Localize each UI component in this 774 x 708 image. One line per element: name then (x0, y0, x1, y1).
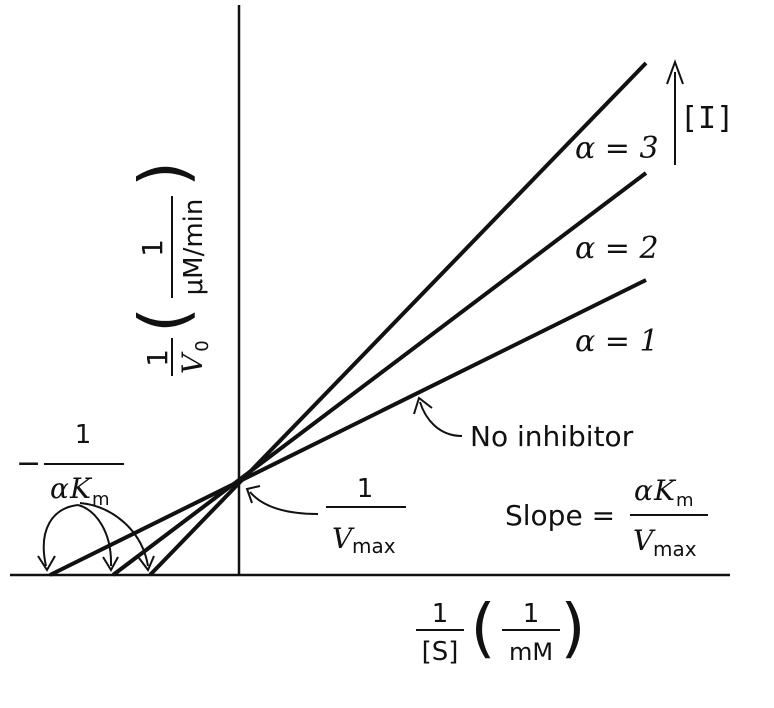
y-intercept-label: 1 V max (326, 474, 406, 558)
alpha-3-label: α = 3 (575, 131, 659, 166)
inhibitor-arrow-head (666, 59, 684, 85)
inhibitor-label: [I] (680, 101, 734, 136)
y-intercept-v-subscript: max (352, 534, 396, 558)
x-intercept-pointer-3 (79, 502, 149, 567)
x-axis-left-paren: ( (471, 592, 496, 666)
x-intercept-one: 1 (75, 420, 92, 450)
x-axis-unit-den: mM (509, 638, 553, 666)
slope-label: Slope = α K m V max (505, 474, 708, 561)
x-intercept-k: K (69, 472, 93, 505)
y-intercept-one: 1 (357, 474, 374, 504)
slope-k: K (653, 474, 677, 507)
slope-v: V (633, 524, 656, 557)
slope-v-subscript: max (653, 537, 697, 561)
y-intercept-pointer-head (245, 485, 261, 504)
y-intercept-pointer (249, 491, 319, 515)
x-axis-unit-one: 1 (523, 599, 540, 629)
x-intercept-pointer-2-head (102, 556, 119, 573)
alpha-2-label: α = 2 (575, 231, 659, 266)
x-intercept-label: − 1 α K m (16, 420, 124, 510)
x-intercept-pointer-3-head (138, 555, 155, 572)
slope-alpha: α (634, 474, 653, 507)
x-intercept-k-subscript: m (92, 489, 110, 510)
x-intercept-minus: − (16, 446, 41, 481)
slope-k-subscript: m (676, 490, 694, 511)
y-axis-one: 1 (141, 349, 174, 367)
alpha-1-label: α = 1 (575, 324, 659, 359)
x-intercept-pointer-2 (77, 504, 113, 567)
x-axis-right-paren: ) (561, 592, 586, 666)
y-intercept-v: V (332, 522, 355, 555)
no-inhibitor-label: No inhibitor (470, 420, 634, 453)
y-axis-unit-den: μM/min (179, 199, 209, 296)
x-axis-one: 1 (432, 599, 449, 629)
line-alpha-2 (111, 171, 648, 577)
y-axis-v0-subscript: 0 (192, 340, 213, 351)
x-axis-s: [S] (422, 637, 459, 667)
x-intercept-alpha: α (50, 472, 69, 505)
line-alpha-3 (148, 61, 648, 577)
y-axis-label: 1 V 0 ( 1 μM/min ) (125, 161, 213, 376)
y-axis-v0: V (176, 351, 209, 374)
x-intercept-pointer-1 (42, 504, 79, 567)
slope-prefix: Slope = (505, 499, 615, 532)
y-axis-right-paren: ) (125, 161, 202, 187)
y-axis-unit-one: 1 (136, 239, 169, 257)
no-inhibitor-pointer (419, 401, 463, 437)
x-intercept-pointer-1-head (37, 555, 56, 572)
line-alpha-1 (49, 278, 647, 577)
y-axis-left-paren: ( (125, 307, 202, 333)
x-axis-label: 1 [S] ( 1 mM ) (416, 592, 585, 667)
no-inhibitor-pointer-head (413, 396, 433, 415)
